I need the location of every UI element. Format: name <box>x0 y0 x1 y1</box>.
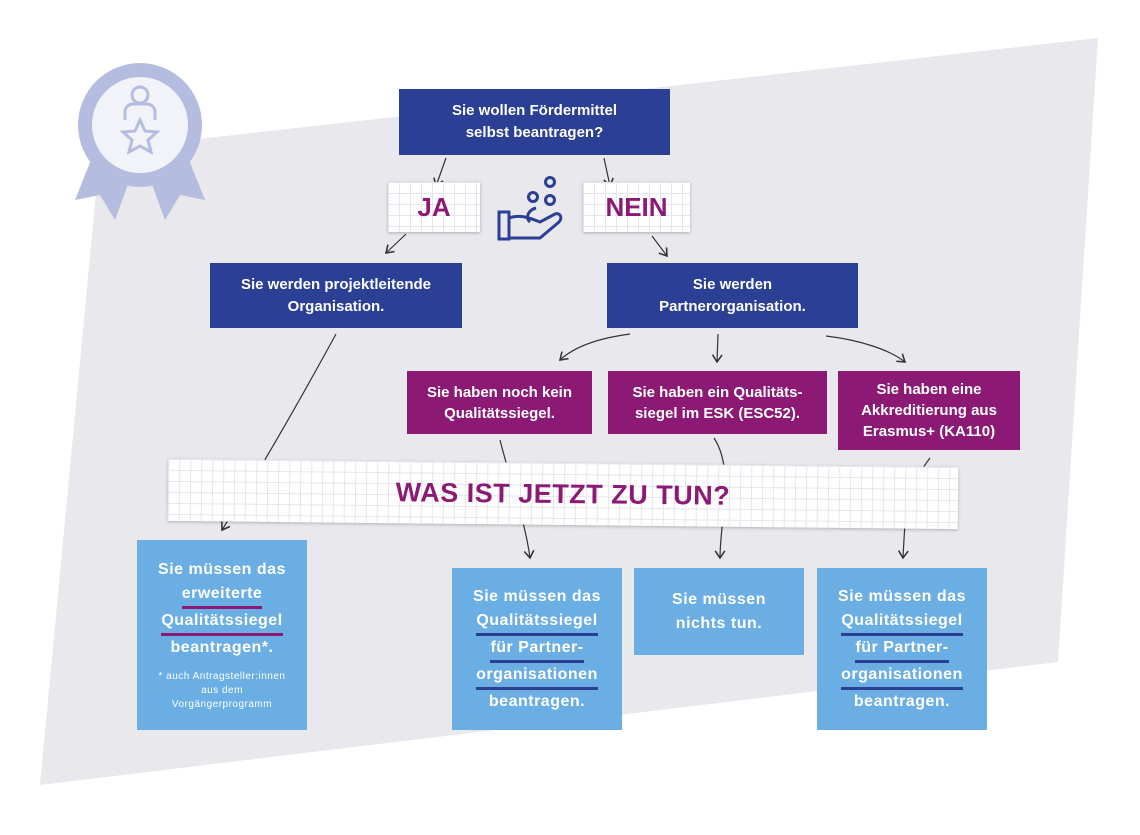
question-line: selbst beantragen? <box>465 124 604 141</box>
action-highlight: Qualitätssiegel <box>841 609 963 636</box>
action-line: Sie müssen das <box>473 587 601 605</box>
banner-what-to-do: WAS IST JETZT ZU TUN? <box>167 458 959 530</box>
outcome-line: Sie werden <box>692 275 773 293</box>
case-line: siegel im ESK (ESC52). <box>634 404 801 422</box>
case-no-seal: Sie haben noch kein Qualitätssiegel. <box>407 371 592 434</box>
action-line: Sie müssen <box>672 590 766 608</box>
hand-coins-icon <box>497 176 563 241</box>
outcome-lead-organisation: Sie werden projektleitende Organisation. <box>210 263 462 328</box>
case-line: Sie haben eine <box>876 381 982 398</box>
case-line: Sie haben noch kein <box>426 383 573 401</box>
action-line: nichts tun. <box>675 614 763 632</box>
action-highlight: organisationen <box>841 663 963 690</box>
question-box: Sie wollen Fördermittel selbst beantrage… <box>399 89 670 155</box>
action-line: beantragen. <box>488 692 586 710</box>
action-highlight: organisationen <box>476 663 598 690</box>
outcome-line: Partnerorganisation. <box>659 297 806 315</box>
action-extended-seal: Sie müssen das erweiterte Qualitätssiege… <box>137 540 307 730</box>
outcome-line: Sie werden projektleitende <box>240 275 432 293</box>
footnote-line: * auch Antragsteller:innen <box>158 671 286 682</box>
action-partner-seal: Sie müssen das Qualitätssiegel für Partn… <box>817 568 987 730</box>
footnote: * auch Antragsteller:innen aus dem Vorgä… <box>159 670 286 712</box>
action-highlight: für Partner- <box>490 636 584 663</box>
outcome-partner-organisation: Sie werden Partnerorganisation. <box>607 263 858 328</box>
case-line: Qualitätssiegel. <box>444 404 555 422</box>
award-badge-icon <box>75 63 205 220</box>
action-highlight: Qualitätssiegel <box>161 609 283 636</box>
case-esc52-seal: Sie haben ein Qualitäts- siegel im ESK (… <box>608 371 827 434</box>
case-line: Sie haben ein Qualitäts- <box>632 383 803 401</box>
action-line: beantragen. <box>853 692 951 710</box>
action-line: Sie müssen das <box>158 561 286 578</box>
outcome-line: Organisation. <box>287 297 385 315</box>
answer-no: NEIN <box>583 182 690 232</box>
action-highlight: für Partner- <box>855 636 949 663</box>
answer-yes: JA <box>388 182 480 232</box>
action-line: Sie müssen das <box>838 587 966 605</box>
action-line: beantragen*. <box>170 639 274 656</box>
action-highlight: erweiterte <box>181 582 263 609</box>
action-nothing: Sie müssen nichts tun. <box>634 568 804 655</box>
action-partner-seal: Sie müssen das Qualitätssiegel für Partn… <box>452 568 622 730</box>
question-line: Sie wollen Fördermittel <box>451 102 618 119</box>
case-line: Akkreditierung aus <box>861 402 997 419</box>
case-ka110-accreditation: Sie haben eine Akkreditierung aus Erasmu… <box>838 371 1020 450</box>
action-highlight: Qualitätssiegel <box>476 609 598 636</box>
footnote-line: aus dem <box>201 685 243 696</box>
footnote-line: Vorgängerprogramm <box>171 699 273 710</box>
case-line: Erasmus+ (KA110) <box>862 423 996 440</box>
